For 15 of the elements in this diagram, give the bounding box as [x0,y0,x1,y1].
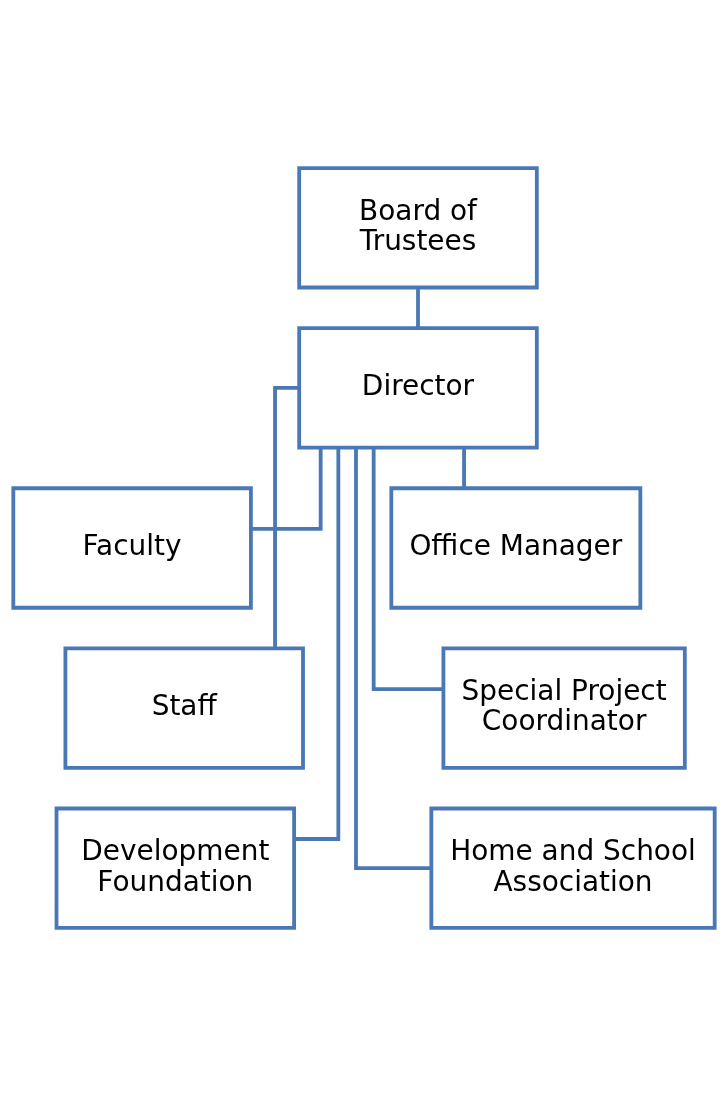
connector [251,447,323,531]
node-box: Faculty [11,485,253,610]
node-box: Development Foundation [54,806,297,930]
connector [294,447,341,841]
connector [273,385,299,648]
connector [354,447,432,870]
node-box: Home and School Association [429,806,717,930]
node-box: Staff [63,645,305,770]
node-box: Office Manager [389,485,643,610]
node-box: Director [297,325,539,450]
connector [371,447,443,691]
node-box: Special Project Coordinator [441,645,687,770]
connector [416,287,420,328]
node-box: Board of Trustees [297,165,539,289]
connector [462,447,466,488]
